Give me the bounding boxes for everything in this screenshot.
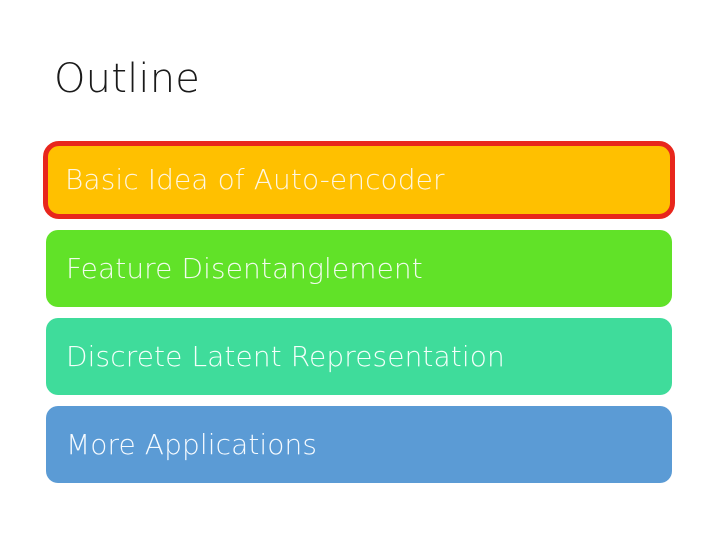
outline-item-label: Basic Idea of Auto-encoder bbox=[65, 163, 445, 196]
outline-item-feature-disentanglement[interactable]: Feature Disentanglement bbox=[46, 230, 672, 307]
page-title: Outline bbox=[54, 56, 201, 102]
outline-item-discrete-latent-representation[interactable]: Discrete Latent Representation bbox=[46, 318, 672, 395]
outline-item-basic-idea-of-auto-encoder[interactable]: Basic Idea of Auto-encoder bbox=[43, 141, 675, 219]
outline-item-label: Discrete Latent Representation bbox=[66, 339, 505, 373]
outline-item-label: More Applications bbox=[66, 427, 318, 461]
outline-item-label: Feature Disentanglement bbox=[66, 251, 423, 285]
outline-item-more-applications[interactable]: More Applications bbox=[46, 406, 672, 483]
